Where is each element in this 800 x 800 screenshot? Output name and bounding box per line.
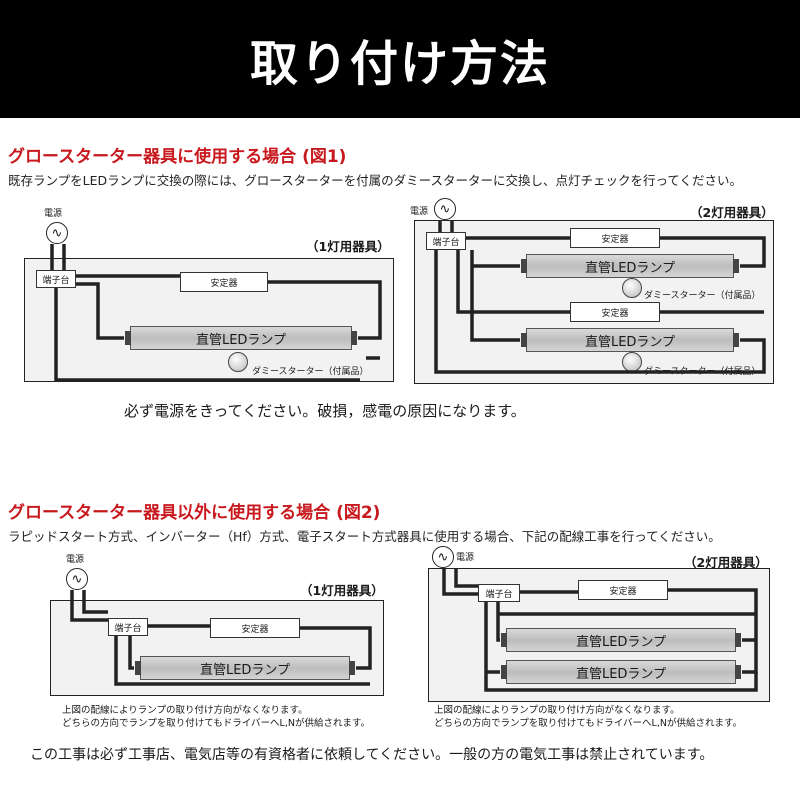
fig1-left-lamp: 直管LEDランプ [125, 326, 357, 350]
footer-notice: この工事は必ず工事店、電気店等の有資格者に依頼してください。一般の方の電気工事は… [30, 747, 714, 763]
fig1-right-starter-label-1: ダミースターター（付属品） [644, 291, 761, 301]
fig2-right-lamp-1-label: 直管LEDランプ [575, 634, 667, 650]
page-title: 取り付け方法 [249, 36, 550, 92]
fig2-left-note-1: 上図の配線によりランプの取り付け方向がなくなります。 [62, 705, 308, 716]
fig1-right-power-label: 電源 [410, 207, 429, 217]
fig1-right-lamp-2-label: 直管LEDランプ [584, 334, 676, 350]
section2-heading: グロースターター器具以外に使用する場合 (図2) [8, 503, 381, 523]
ac-source-icon: ∿ [434, 198, 456, 220]
fig2-left-lamp: 直管LEDランプ [135, 656, 355, 680]
fig2-left-power-label: 電源 [66, 555, 85, 565]
fig1-right-label: （2灯用器具） [690, 205, 774, 220]
section2-description: ラピッドスタート方式、インバーター（Hf）方式、電子スタート方式器具に使用する場… [8, 529, 721, 544]
fig1-right-lamp-1-label: 直管LEDランプ [584, 260, 676, 276]
fig1-right-dummy-starter-2 [622, 352, 642, 372]
fig2-right-note-2: どちらの方向でランプを取り付けてもドライバーへL,Nが供給されます。 [434, 718, 743, 729]
fig2-left-lamp-label: 直管LEDランプ [199, 662, 291, 678]
fig1-left-starter-label: ダミースターター（付属品） [252, 367, 369, 377]
fig1-right-dummy-starter-1 [622, 278, 642, 298]
ac-source-icon: ∿ [46, 222, 68, 244]
fig2-left-label: （1灯用器具） [300, 583, 384, 598]
fig1-left-lamp-label: 直管LEDランプ [195, 332, 287, 348]
fig2-right-ballast: 安定器 [578, 580, 668, 600]
fig2-right-lamp-1: 直管LEDランプ [501, 628, 741, 652]
fig1-right-ballast-1: 安定器 [570, 228, 660, 248]
fig1-left-power-label: 電源 [44, 209, 63, 219]
fig2-single-fixture-box [50, 600, 384, 696]
fig1-left-ballast: 安定器 [180, 272, 268, 292]
fig2-right-terminal: 端子台 [478, 584, 520, 602]
section1-description: 既存ランプをLEDランプに交換の際には、グロースターターを付属のダミースターター… [8, 173, 742, 188]
fig2-left-ballast: 安定器 [210, 618, 300, 638]
section1-heading: グロースターター器具に使用する場合 (図1) [8, 147, 347, 167]
fig2-right-power-label: 電源 [456, 553, 475, 563]
ac-source-icon: ∿ [66, 568, 88, 590]
fig2-right-lamp-2-label: 直管LEDランプ [575, 666, 667, 682]
header-banner: 取り付け方法 [0, 0, 800, 118]
fig2-left-note-2: どちらの方向でランプを取り付けてもドライバーへL,Nが供給されます。 [62, 718, 371, 729]
ac-source-icon: ∿ [432, 546, 454, 568]
fig2-left-terminal: 端子台 [108, 618, 148, 636]
fig2-right-note-1: 上図の配線によりランプの取り付け方向がなくなります。 [434, 705, 680, 716]
fig1-left-terminal: 端子台 [36, 270, 76, 288]
fig1-left-label: （1灯用器具） [306, 239, 390, 254]
fig2-right-lamp-2: 直管LEDランプ [501, 660, 741, 684]
fig1-right-starter-label-2: ダミースターター（付属品） [644, 367, 761, 377]
fig1-right-ballast-2: 安定器 [570, 302, 660, 322]
fig2-right-label: （2灯用器具） [684, 555, 768, 570]
fig1-right-terminal: 端子台 [426, 232, 466, 250]
safety-warning: 必ず電源をきってください。破損，感電の原因になります。 [124, 402, 526, 420]
fig1-right-lamp-1: 直管LEDランプ [521, 254, 739, 278]
fig1-left-dummy-starter [228, 352, 248, 372]
fig1-right-lamp-2: 直管LEDランプ [521, 328, 739, 352]
